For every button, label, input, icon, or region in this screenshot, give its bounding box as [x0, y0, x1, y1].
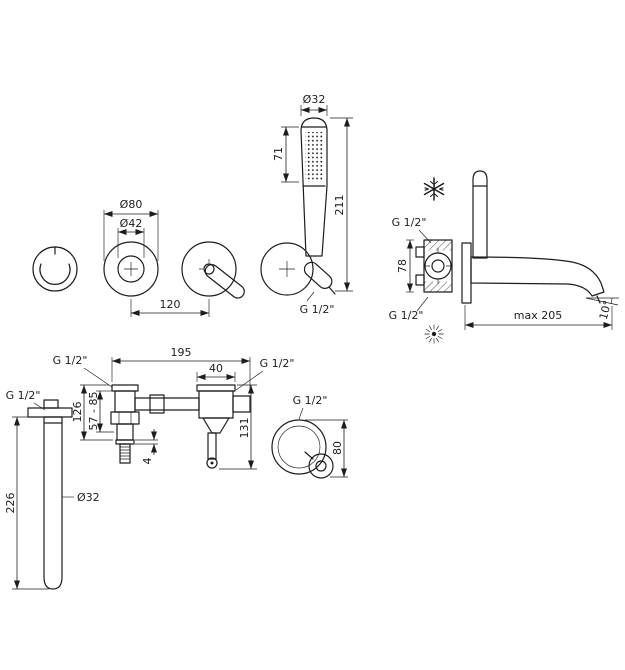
spout-body [43, 416, 63, 590]
lever-handle-view [181, 241, 245, 299]
dim-shower-diameter: Ø32 [300, 93, 328, 116]
dim-label-centre-spacing: 120 [160, 298, 181, 311]
dim-label-plate-thickness: 4 [141, 458, 154, 465]
dim-holder-thread: G 1/2" [293, 394, 328, 420]
sun-icon [424, 324, 444, 344]
escutcheon-view [103, 241, 159, 297]
dim-spout-angle: 10° [585, 297, 619, 321]
dim-label-body-height: 131 [238, 418, 251, 439]
dim-label-inlet-thread-left: G 1/2" [53, 354, 88, 367]
valve-body [415, 239, 453, 293]
dim-label-valve-thread-top: G 1/2" [392, 216, 427, 229]
shower-outlet-view [260, 242, 336, 296]
dim-inner-diameter: Ø42 [117, 217, 145, 258]
dim-label-spout-length: 226 [4, 493, 17, 514]
dim-outer-diameter: Ø80 [103, 198, 159, 261]
dim-inlet-thread-left: G 1/2" [53, 354, 113, 388]
dim-plate-thickness: 4 [135, 429, 158, 465]
dim-label-shower-diameter: Ø32 [303, 93, 326, 106]
handle-knob-view [32, 246, 78, 292]
dim-label-body-width: 195 [171, 346, 192, 359]
dim-label-valve-height: 78 [396, 259, 409, 273]
holder-front-view [271, 419, 334, 479]
dim-shower-face-length: 71 [272, 126, 299, 183]
dim-depth: 126 [71, 384, 113, 441]
connector-pipe [134, 394, 200, 414]
dim-valve-height: 78 [396, 239, 414, 293]
dim-label-inlet-thread-right: G 1/2" [260, 357, 295, 370]
dim-valve-thread-top: G 1/2" [392, 216, 432, 244]
dim-label-depth-range: 57 - 85 [87, 392, 100, 431]
shower-head-outline [300, 117, 328, 257]
dim-spout-diameter: Ø32 [62, 491, 100, 504]
snowflake-icon [423, 177, 445, 201]
dim-outlet-thread-front: G 1/2" [300, 291, 335, 316]
spout-inlet-stub [43, 399, 59, 409]
spout-wall-flange [27, 407, 73, 418]
dim-spout-reach: max 205 [464, 305, 613, 330]
side-view: G 1/2" 78 G 1/2" [389, 170, 619, 344]
dim-outlet-offset: 40 [196, 362, 236, 382]
spray-face-dots [305, 132, 323, 182]
left-valve-section [110, 384, 140, 464]
dim-inlet-thread-right: G 1/2" [235, 357, 295, 391]
dim-label-depth: 126 [71, 402, 84, 423]
dim-body-height: 131 [219, 384, 257, 470]
spout-side [470, 256, 605, 304]
dim-label-shower-total-length: 211 [333, 195, 346, 216]
dim-label-outlet-thread-front: G 1/2" [300, 303, 335, 316]
dim-label-spout-diameter: Ø32 [77, 491, 100, 504]
dim-body-width: 195 [111, 346, 251, 393]
dim-label-outlet-offset: 40 [209, 362, 223, 375]
hand-shower-side [472, 170, 488, 259]
dim-holder-diameter: 80 [305, 419, 348, 478]
dim-valve-thread-bottom: G 1/2" [389, 296, 429, 322]
dim-label-valve-thread-bottom: G 1/2" [389, 309, 424, 322]
dim-label-outer-diameter: Ø80 [120, 198, 143, 211]
dim-depth-range: 57 - 85 [87, 390, 114, 433]
wall-flange-side [461, 242, 472, 304]
dim-shower-total-length: 211 [330, 117, 353, 292]
dim-label-shower-face-length: 71 [272, 147, 285, 161]
section-view: 195 40 G 1/2" G 1/2" [53, 346, 348, 479]
dim-label-spout-reach: max 205 [514, 309, 562, 322]
dim-label-spout-thread: G 1/2" [6, 389, 41, 402]
dim-spout-length: 226 [4, 416, 49, 590]
dim-label-holder-thread: G 1/2" [293, 394, 328, 407]
dim-label-holder-diameter: 80 [331, 441, 344, 455]
right-valve-section [196, 384, 251, 469]
dim-label-spout-angle: 10° [597, 299, 615, 321]
front-view: Ø80 Ø42 120 G 1/2" [32, 198, 336, 317]
wall-spout-view: G 1/2" 226 Ø32 [4, 389, 100, 590]
hand-shower-view: Ø32 71 211 [272, 93, 353, 292]
dim-label-inner-diameter: Ø42 [120, 217, 143, 230]
dim-spout-thread: G 1/2" [6, 389, 46, 411]
dim-centre-spacing: 120 [130, 298, 210, 317]
